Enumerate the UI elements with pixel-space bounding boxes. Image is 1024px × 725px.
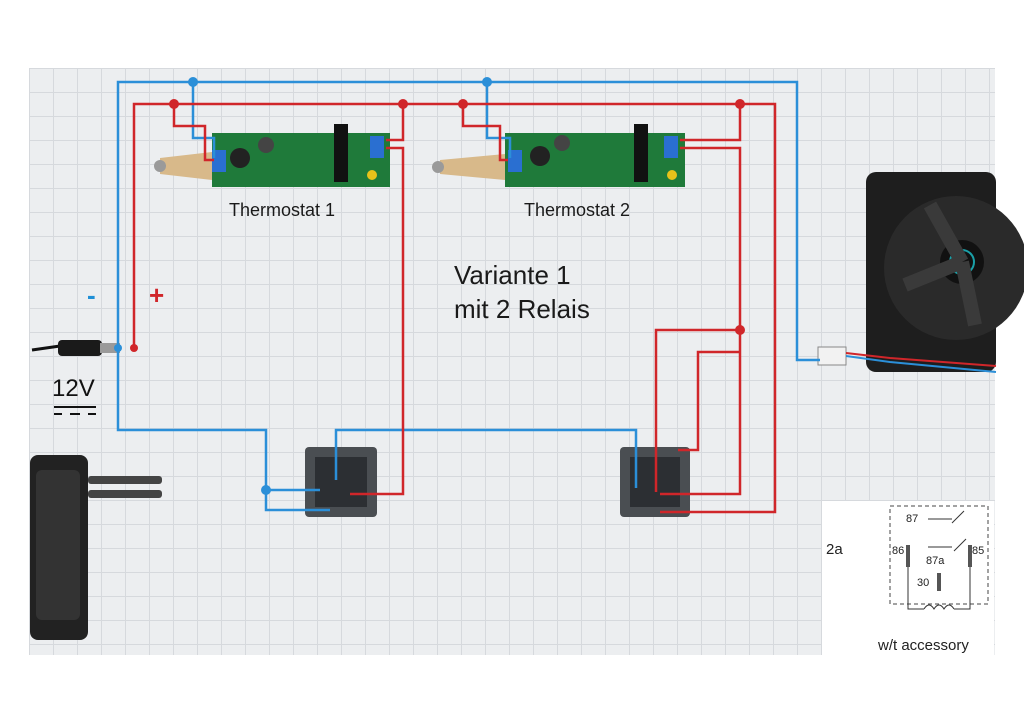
thermostat-1-board [154,124,390,187]
plus-sign: + [149,280,165,310]
variant-title: Variante 1 [454,260,571,290]
figure-label: 2a [826,541,843,558]
pin-87-label: 87 [906,513,919,525]
minus-sign: - [87,280,96,310]
relay-schematic [889,505,989,610]
pin-86-label: 86 [892,545,905,557]
dc-plug [31,340,120,356]
fan-connector [817,346,847,366]
voltage-label: 12V [52,375,95,402]
negative-wires [116,80,820,512]
fan [866,172,1024,372]
wire-junctions [114,77,745,495]
thermostat-2-board [432,124,685,187]
relay-schematic-inset: 87 86 87a 85 30 2a w/t accessory [822,501,994,657]
positive-wires [132,102,777,514]
thermostat-2-label: Thermostat 2 [524,200,631,220]
pin-87a-label: 87a [926,555,945,567]
thermostat-1-label: Thermostat 1 [229,200,336,220]
dc-symbol-icon [54,406,96,415]
pin-85-label: 85 [972,545,985,557]
variant-subtitle: mit 2 Relais [454,294,590,324]
power-adapter [30,455,162,640]
accessory-caption: w/t accessory [878,637,969,654]
relay-1 [305,447,377,517]
pin-30-label: 30 [917,577,930,589]
